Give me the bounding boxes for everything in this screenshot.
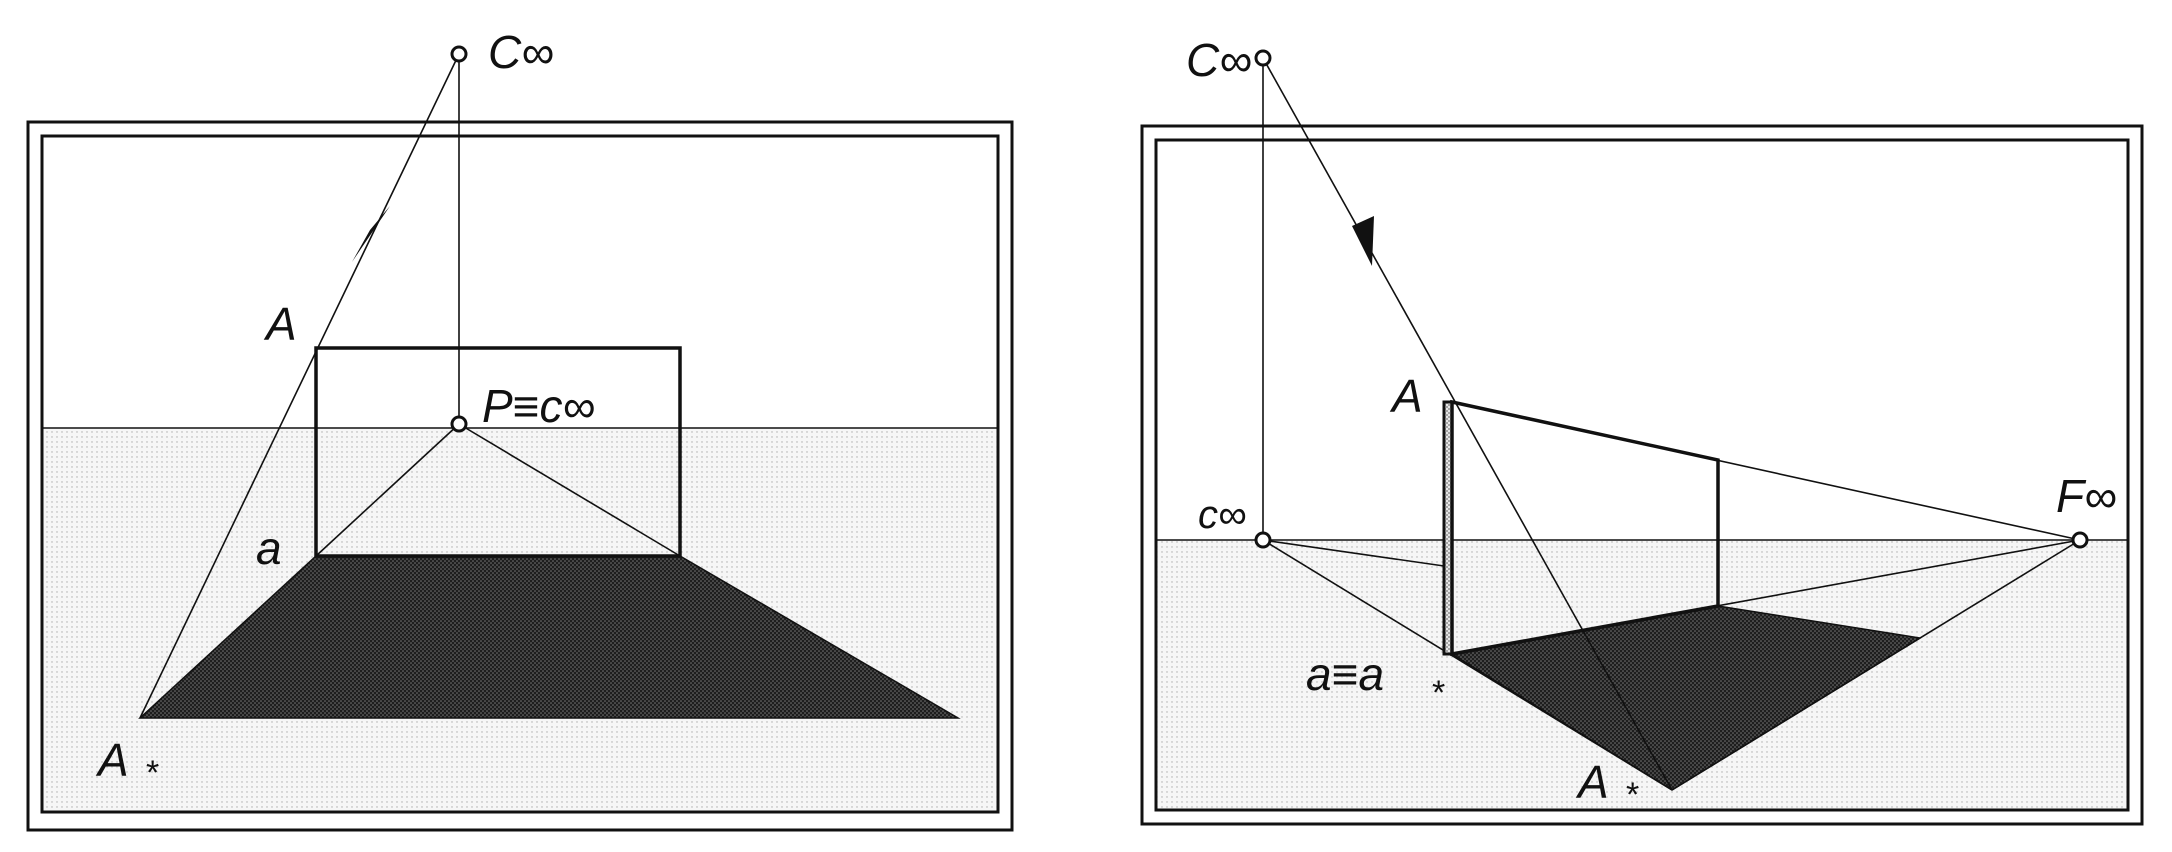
right-ray-c-to-Ashadow	[1262, 539, 1673, 791]
right-figure: C∞ A c∞ F∞ a≡a * A *	[1140, 34, 2144, 826]
right-label-c-inf: c∞	[1198, 493, 1247, 537]
left-figure: C∞ A a P≡c∞ A *	[26, 26, 1014, 832]
right-label-A-shadow: A	[1575, 756, 1609, 808]
left-label-p-eq-c: P≡c∞	[482, 380, 595, 432]
right-label-a-eq-sub: *	[1432, 674, 1445, 712]
left-light-ray	[139, 53, 460, 719]
left-label-A: A	[263, 298, 297, 350]
left-point-p	[450, 415, 468, 433]
left-ray-arrowhead	[352, 206, 390, 262]
right-label-F-inf: F∞	[2056, 470, 2117, 522]
right-light-ray	[1262, 57, 1673, 791]
right-label-a-eq: a≡a	[1306, 648, 1384, 700]
right-vertical-plane	[1450, 399, 1720, 657]
left-point-c	[450, 45, 468, 63]
right-label-A-shadow-sub: *	[1626, 776, 1639, 814]
left-ray-p-to-a	[315, 423, 460, 557]
right-label-A: A	[1389, 370, 1423, 422]
right-outer-frame	[1140, 124, 2144, 826]
right-point-F	[2071, 531, 2089, 549]
left-label-A-shadow: A	[95, 734, 129, 786]
right-point-C	[1254, 49, 1272, 67]
right-label-C-inf: C∞	[1186, 34, 1252, 86]
left-vertical-plane	[314, 346, 682, 558]
right-ray-c-to-plane	[1262, 539, 1445, 567]
left-ray-p-to-b	[458, 423, 681, 557]
left-inner-frame	[40, 134, 1000, 814]
left-label-A-shadow-sub: *	[146, 754, 159, 792]
left-label-c-inf: C∞	[488, 26, 554, 78]
left-outer-frame	[26, 120, 1014, 832]
right-ray-arrowhead	[1352, 216, 1374, 266]
right-point-c	[1254, 531, 1272, 549]
right-inner-frame	[1154, 138, 2130, 812]
right-ray-shadow-to-F	[1671, 539, 2081, 791]
left-label-a: a	[256, 522, 282, 574]
